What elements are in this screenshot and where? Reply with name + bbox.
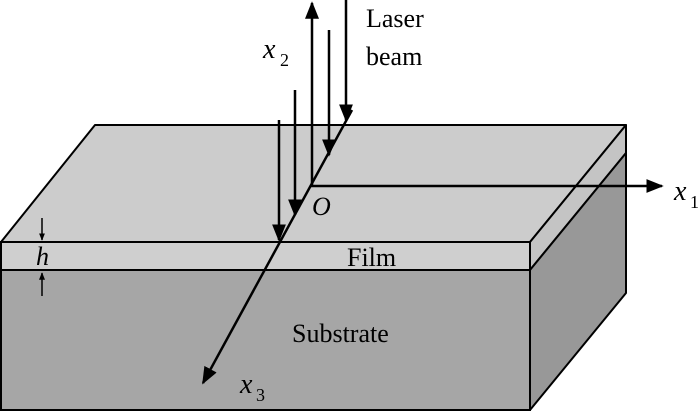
substrate-side-face <box>529 152 627 411</box>
x1-label: x <box>673 176 687 207</box>
substrate-label: Substrate <box>292 319 389 348</box>
film-label: Film <box>347 243 396 272</box>
laser-label-line1: Laser <box>366 4 424 33</box>
x3-label-subscript: 3 <box>256 385 265 405</box>
x3-label: x <box>239 369 253 400</box>
film-front-face <box>0 241 531 271</box>
x2-label-subscript: 2 <box>280 50 289 70</box>
h-label: h <box>36 242 49 271</box>
x2-label: x <box>262 34 276 65</box>
laser-label-line2: beam <box>366 42 422 71</box>
substrate-front-face <box>0 269 531 411</box>
film-top-face <box>0 124 627 243</box>
x1-label-subscript: 1 <box>690 192 699 212</box>
origin-label: O <box>312 192 331 221</box>
